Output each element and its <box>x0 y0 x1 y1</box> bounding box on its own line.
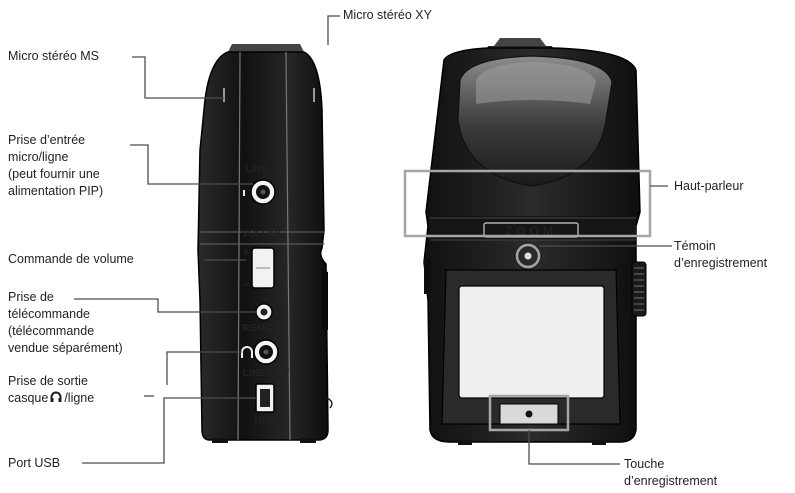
volume-minus-marking: – <box>243 277 250 291</box>
line-out-marking: LINE OUT <box>243 368 290 379</box>
screen <box>458 285 605 399</box>
line-in-jack-label: Prise d’entrée micro/ligne (peut fournir… <box>8 133 104 198</box>
side-view: LINE IN VOLUME + – REMOTE LINE OUT USB <box>197 44 333 443</box>
remote-jack-label: Prise de télécommande (télécommande vend… <box>8 290 123 355</box>
rec-button-leader <box>528 430 620 465</box>
line-out-leader <box>166 351 242 385</box>
volume-control-label: Commande de volume <box>8 252 134 266</box>
volume-marking: VOLUME <box>242 229 285 240</box>
remote-leader <box>74 298 256 313</box>
headphone-jack-label-line1: Prise de sortie <box>8 374 88 388</box>
rec-button-label: Touche d’enregistrement <box>624 457 718 488</box>
usb-leader <box>82 397 256 464</box>
usb-port-label: Port USB <box>8 456 61 470</box>
side-body <box>197 51 329 441</box>
rec-button-dot <box>525 410 533 418</box>
side-top-grille <box>228 44 304 52</box>
headphone-icon <box>50 391 62 402</box>
xy-mic-leader <box>327 15 340 45</box>
xy-mic-label: Micro stéréo XY <box>343 8 432 22</box>
rec-indicator-label: Témoin d’enregistrement <box>674 239 768 270</box>
ms-mic-label: Micro stéréo MS <box>8 49 99 63</box>
headphone-jack-label: casque/ligne <box>8 391 95 405</box>
rec-indicator-led <box>524 252 532 260</box>
zoom-logo: ZOOM <box>505 224 557 238</box>
line-in-marking: LINE IN <box>245 164 281 175</box>
rec-indicator-callout-circle <box>515 243 541 269</box>
leader-lines <box>74 15 672 465</box>
remote-marking: REMOTE <box>243 323 286 334</box>
body-headphone-icon <box>241 346 253 358</box>
speaker-callout-box <box>403 169 652 238</box>
ms-mic-leader <box>132 56 224 99</box>
speaker-label: Haut-parleur <box>674 179 744 193</box>
usb-marking: USB <box>254 415 275 426</box>
line-in-leader <box>130 144 253 185</box>
front-view: ZOOM <box>423 38 647 445</box>
volume-plus-marking: + <box>242 245 249 259</box>
